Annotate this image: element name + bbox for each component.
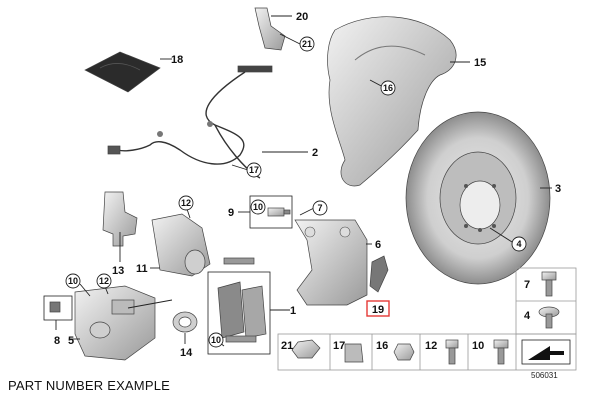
table-label-21: 21 xyxy=(281,340,293,352)
label-20: 20 xyxy=(296,11,308,23)
svg-text:12: 12 xyxy=(181,198,191,208)
svg-text:10: 10 xyxy=(253,202,263,212)
label-2: 2 xyxy=(312,147,318,159)
label-1: 1 xyxy=(290,305,296,317)
part-20-bracket xyxy=(254,7,286,51)
fastener-7-bolt xyxy=(541,271,557,297)
svg-text:4: 4 xyxy=(516,239,521,249)
table-label-16: 16 xyxy=(376,340,388,352)
diagram-reference-number: 506031 xyxy=(531,371,558,380)
part-14-seal-ring xyxy=(172,311,198,333)
fastener-table xyxy=(277,267,577,371)
label-19: 19 xyxy=(372,304,384,316)
label-8: 8 xyxy=(54,335,60,347)
label-14: 14 xyxy=(180,347,193,359)
part-labels: 18 20 15 2 3 9 6 13 11 1 8 5 14 7 4 21 1… xyxy=(54,11,561,359)
part-18-dust-cover xyxy=(84,51,161,93)
callout-4: 4 xyxy=(511,236,527,252)
arrow-symbol-icon xyxy=(521,339,571,365)
callout-10-caliper: 10 xyxy=(65,273,81,289)
callout-10-pads: 10 xyxy=(208,332,224,348)
table-label-17: 17 xyxy=(333,340,345,352)
callout-21-top: 21 xyxy=(299,36,315,52)
svg-text:21: 21 xyxy=(302,39,312,49)
part-3-brake-disc xyxy=(405,111,551,285)
svg-text:17: 17 xyxy=(249,165,259,175)
svg-text:16: 16 xyxy=(383,83,393,93)
part-13-bracket xyxy=(102,191,138,247)
callout-12-actuator: 12 xyxy=(178,195,194,211)
caption: PART NUMBER EXAMPLE xyxy=(8,378,171,393)
part-11-actuator xyxy=(151,213,211,277)
leader-lines xyxy=(55,15,552,347)
label-9: 9 xyxy=(228,207,234,219)
fastener-21-nut xyxy=(291,339,321,359)
fastener-17-clip xyxy=(344,343,364,363)
table-label-10: 10 xyxy=(472,340,484,352)
label-5: 5 xyxy=(68,335,74,347)
svg-text:12: 12 xyxy=(99,276,109,286)
table-label-7: 7 xyxy=(524,279,530,291)
label-11: 11 xyxy=(136,263,148,275)
fastener-16-nut xyxy=(393,343,415,361)
svg-text:7: 7 xyxy=(317,203,322,213)
table-label-12: 12 xyxy=(425,340,437,352)
svg-text:10: 10 xyxy=(211,335,221,345)
part-8-guide-kit xyxy=(43,295,73,321)
part-19-label-highlight: 19 xyxy=(366,300,390,317)
circled-labels: 21 16 17 4 10 7 12 10 xyxy=(65,36,527,348)
callout-12-caliper: 12 xyxy=(96,273,112,289)
label-3: 3 xyxy=(555,183,561,195)
fastener-10-bolt xyxy=(493,339,509,365)
callout-7: 7 xyxy=(312,200,328,216)
label-13: 13 xyxy=(112,265,124,277)
label-15: 15 xyxy=(474,57,486,69)
fastener-12-bolt xyxy=(445,339,459,365)
part-15-dust-shield xyxy=(327,16,457,187)
fastener-4-bolt xyxy=(538,306,560,329)
part-5-caliper xyxy=(74,285,156,361)
label-18: 18 xyxy=(171,54,183,66)
part-19-highlighted xyxy=(369,255,389,293)
callout-10-holder: 10 xyxy=(250,199,266,215)
callout-16: 16 xyxy=(380,80,396,96)
table-label-4: 4 xyxy=(524,310,531,322)
label-6: 6 xyxy=(375,239,381,251)
part-1-brake-pads xyxy=(207,257,271,355)
svg-text:10: 10 xyxy=(68,276,78,286)
part-6-caliper-carrier xyxy=(294,219,368,306)
callout-17: 17 xyxy=(246,162,262,178)
